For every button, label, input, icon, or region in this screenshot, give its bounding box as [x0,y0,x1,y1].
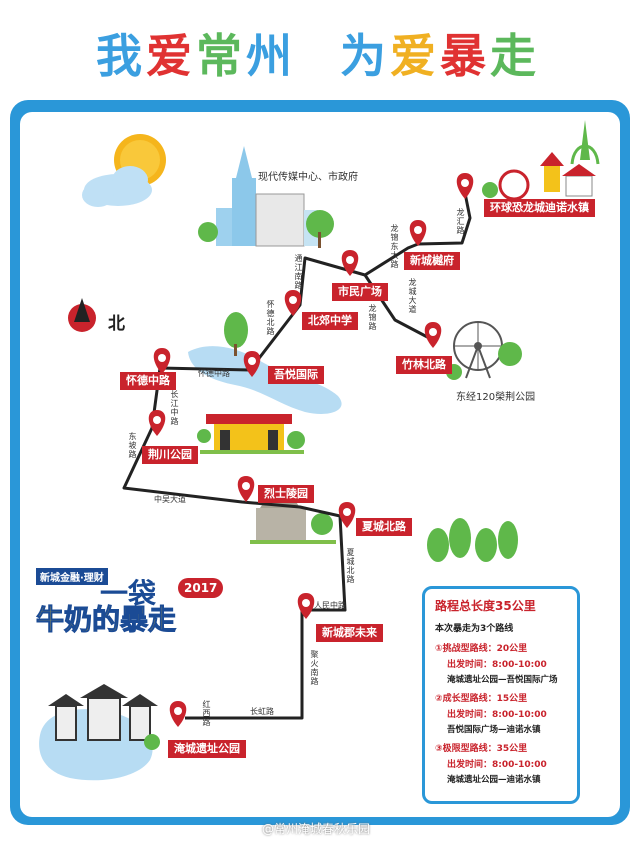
info-route-time: 出发时间：8:00-10:00 [447,760,547,770]
yancheng-gate [48,684,160,750]
north-arrow-icon [68,298,96,332]
road-label-longcheng: 龙城大道 [408,278,417,314]
map-pin-dot [414,226,422,234]
road-label-hongxi: 红西路 [202,700,211,727]
stop-label-huaide[interactable]: 怀德中路 [120,372,176,390]
road-label-changjiang: 长江中路 [170,390,179,426]
stop-label-huanqiu[interactable]: 环球恐龙城迪诺水镇 [484,199,595,217]
title-char: 州 [246,29,292,83]
road-label-zhongwu: 中吴大道 [154,495,186,504]
title-char: 走 [490,29,536,83]
road-label-renmin: 人民中路 [314,601,346,610]
title-char: 常 [196,29,242,83]
info-sub: 本次暴走为3个路线 [435,624,514,634]
page-title: 我 爱 常 州 为 爱 暴 走 [0,26,640,96]
route-info-box: 路程总长度35公里 本次暴走为3个路线 ①挑战型路线：20公里 出发时间：8:0… [422,586,580,804]
map-pin-dot [242,482,250,490]
info-route-time: 出发时间：8:00-10:00 [447,710,547,720]
map-pin-dot [343,508,351,516]
stop-label-jingchuan[interactable]: 荆川公园 [142,446,198,464]
stop-label-bjiao[interactable]: 北郊中学 [302,312,358,330]
title-char: 为 [340,29,386,83]
promo-yidai: 一袋 [100,577,157,610]
title-char: 我 [96,29,142,83]
info-route-time: 出发时间：8:00-10:00 [447,660,547,670]
road-label-dongpo: 东坡路 [128,432,137,459]
map-pin-dot [289,296,297,304]
stop-label-lieshi[interactable]: 烈士陵园 [258,485,314,503]
stop-label-xinchengjun[interactable]: 新城郡未来 [316,624,383,642]
map-pin-dot [158,354,166,362]
road-label-longhui: 龙汇路 [456,208,465,235]
city-buildings [198,146,334,248]
road-label-xiacheng-road: 夏城北路 [346,548,355,584]
road-label-changhong: 长虹路 [250,707,274,716]
river [188,346,342,415]
promo-logo: 新城金融·理财 一袋 2017 牛奶的暴走 [35,568,246,638]
info-route-path: 淹城遗址公园—迪诺水镇 [447,775,541,785]
title-char: 暴 [440,29,486,83]
info-route-path: 吾悦国际广场—迪诺水镇 [447,725,541,735]
landmark-media-center: 现代传媒中心、市政府 [258,172,358,183]
pins [148,173,474,727]
info-heading: 路程总长度35公里 [435,599,536,613]
stop-label-xincheng-fu[interactable]: 新城樾府 [404,252,460,270]
promo-main: 牛奶的暴走 [35,603,177,637]
north-label: 北 [108,314,125,334]
stop-label-zhulin[interactable]: 竹林北路 [396,356,452,374]
road-label-huaide-n: 怀德北路 [266,300,275,336]
landmark-dongjing-park: 东经120榮荆公园 [456,392,536,403]
trees [224,312,518,562]
info-route-path: 淹城遗址公园—吾悦国际广场 [447,675,558,685]
map-pin-dot [461,179,469,187]
road-label-longjin-east: 龙锦东大路 [390,224,399,269]
stop-label-shimin[interactable]: 市民广场 [332,283,388,301]
map-pin-dot [248,357,256,365]
road-label-huaide-road: 怀德中路 [198,369,230,378]
watermark: @常州淹城春秋乐园 [262,822,371,836]
map-pin-dot [174,707,182,715]
info-route-name: ②成长型路线：15公里 [435,694,528,704]
title-char: 爱 [146,29,192,83]
stop-label-xiacheng[interactable]: 夏城北路 [356,518,412,536]
map-pin-dot [429,328,437,336]
road-label-tongjiang: 通江南路 [294,254,303,290]
road-label-juhuo: 聚火南路 [310,650,319,686]
info-route-name: ③极限型路线：35公里 [435,744,528,754]
map-pin-dot [153,416,161,424]
stop-label-wuyue[interactable]: 吾悦国际 [268,366,324,384]
stop-label-yancheng[interactable]: 淹城遗址公园 [168,740,246,758]
road-label-longjin: 龙锦路 [368,304,377,331]
map-pin-dot [346,256,354,264]
dino-park-buildings [482,120,600,201]
promo-year: 2017 [178,578,224,598]
ferris-wheel [446,321,522,380]
cloud-icon [82,166,152,207]
promo-brand: 新城金融·理财 [36,568,108,585]
map-pin-dot [302,599,310,607]
park-gate [197,414,305,454]
info-route-name: ①挑战型路线：20公里 [435,644,528,654]
title-char: 爱 [390,29,436,83]
